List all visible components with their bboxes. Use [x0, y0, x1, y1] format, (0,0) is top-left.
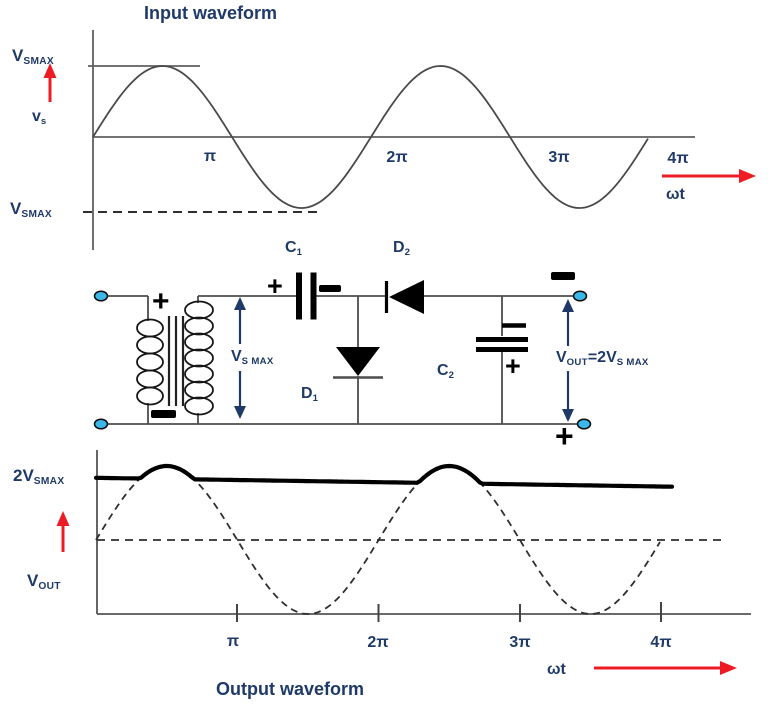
- output-terminal-top: [572, 290, 588, 302]
- input-tick-4pi: 4π: [667, 150, 689, 167]
- c1-plus-sign: +: [267, 271, 283, 301]
- output-plus-sign: +: [555, 418, 574, 454]
- diode-d2: [384, 280, 424, 314]
- vsmax-arrow-label: VS MAX: [231, 348, 274, 367]
- input-y-axis-label: vs: [32, 108, 47, 127]
- input-y-peak-label: VSMAX: [12, 46, 54, 68]
- input-sine: [92, 65, 649, 209]
- output-plot-title: Output waveform: [216, 679, 365, 699]
- primary-coil: [136, 318, 164, 406]
- output-tick-3pi: 3π: [509, 634, 531, 651]
- d1-label: D1: [301, 385, 319, 404]
- output-amplitude-arrow: [56, 511, 70, 552]
- terminals: [93, 290, 592, 430]
- output-axis-ticks: [236, 602, 662, 622]
- red-up-arrowhead: [56, 511, 70, 526]
- c2-label: C2: [437, 362, 455, 381]
- capacitor-c1: [296, 272, 317, 320]
- c2-plus-sign: +: [505, 351, 521, 381]
- c1-label: C1: [285, 239, 303, 258]
- circuit-wires: [104, 295, 584, 425]
- vout-measure-arrow: [562, 299, 574, 422]
- input-x-axis-label: ωt: [666, 186, 685, 203]
- transformer-core: [167, 316, 185, 406]
- input-time-axis-arrow: [662, 169, 756, 183]
- transformer-plus-sign: +: [152, 285, 170, 318]
- output-terminal-bottom: [576, 418, 592, 430]
- circuit-diagram: [93, 272, 592, 430]
- red-right-arrowhead: [739, 169, 756, 183]
- input-plot-title: Input waveform: [144, 3, 278, 23]
- output-tick-pi: π: [226, 633, 240, 650]
- c1-minus-sign: [319, 285, 341, 292]
- red-up-arrowhead: [43, 63, 57, 78]
- transformer: [136, 300, 214, 416]
- input-terminal-top: [93, 290, 109, 302]
- input-tick-2pi: 2π: [386, 149, 408, 166]
- capacitor-c2: [476, 323, 528, 352]
- secondary-coil: [184, 300, 214, 416]
- vout-equation-label: VOUT=2VS MAX: [556, 349, 649, 368]
- red-right-arrowhead: [720, 661, 737, 675]
- input-terminal-bottom: [93, 418, 109, 430]
- vsmax-measure-arrow: [234, 297, 246, 419]
- output-voltage-curve: [93, 463, 675, 489]
- output-minus-sign: [551, 272, 575, 280]
- output-dashed-sine: [95, 465, 661, 615]
- output-tick-2pi: 2π: [367, 634, 389, 651]
- output-y-peak-label: 2VSMAX: [13, 466, 65, 488]
- diode-d1: [333, 347, 383, 379]
- input-y-trough-label: VSMAX: [10, 199, 52, 221]
- d2-label: D2: [393, 239, 411, 258]
- input-tick-3pi: 3π: [548, 149, 570, 166]
- input-amplitude-arrow: [43, 63, 57, 102]
- output-tick-4pi: 4π: [650, 634, 672, 651]
- transformer-minus-sign: [151, 410, 176, 418]
- output-time-axis-arrow: [594, 661, 737, 675]
- output-plot: [56, 450, 751, 675]
- input-tick-pi: π: [203, 148, 217, 165]
- input-plot: [43, 30, 756, 250]
- output-x-axis-label: ωt: [547, 661, 566, 678]
- output-y-axis-label: VOUT: [27, 571, 61, 593]
